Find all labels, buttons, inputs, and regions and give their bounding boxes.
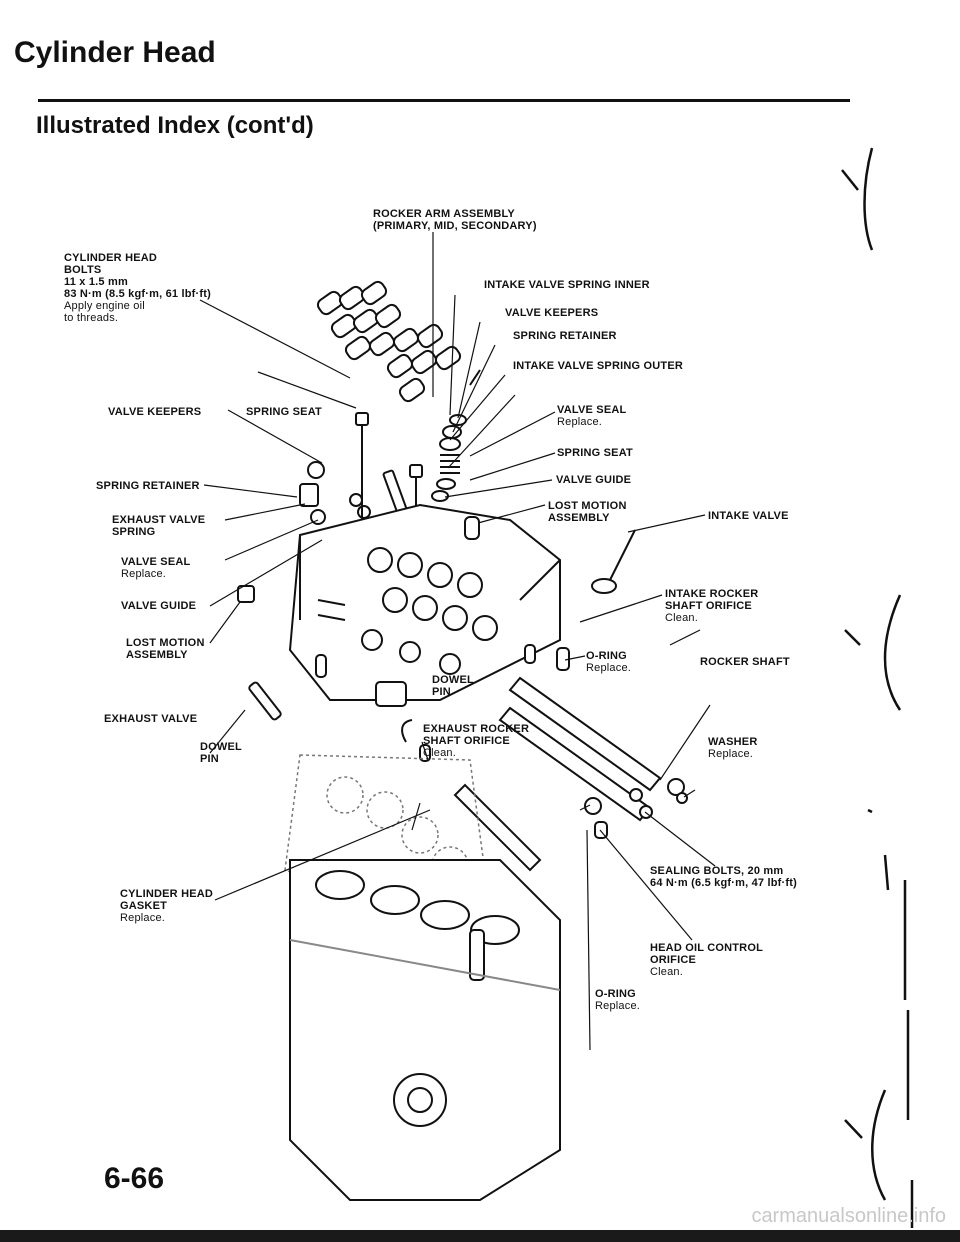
section-subtitle: Illustrated Index (cont'd) <box>36 112 314 139</box>
engine-block <box>289 859 561 1201</box>
rocker-shafts <box>453 676 688 872</box>
header-rule <box>38 99 850 102</box>
right-margin-marks <box>841 147 914 1228</box>
label-spring-seat-right: SPRING SEAT <box>557 447 633 459</box>
watermark-text: carmanualsonline.info <box>751 1205 946 1227</box>
label-spring-seat-left: SPRING SEAT <box>246 406 322 418</box>
label-rocker-arm: ROCKER ARM ASSEMBLY(PRIMARY, MID, SECOND… <box>373 208 537 232</box>
footer-bar <box>0 1230 960 1242</box>
page-number: 6-66 <box>104 1162 165 1195</box>
label-intake-valve: INTAKE VALVE <box>708 510 789 522</box>
rocker-arm-group <box>316 280 462 403</box>
cylinder-head <box>288 503 561 707</box>
intake-valve-part <box>591 529 636 594</box>
label-exhaust-valve: EXHAUST VALVE <box>104 713 198 725</box>
label-intake-valve-spring-inner: INTAKE VALVE SPRING INNER <box>484 279 650 291</box>
page-title: Cylinder Head <box>14 36 216 69</box>
label-rocker-shaft: ROCKER SHAFT <box>700 656 790 668</box>
label-cylinder-head-bolts: CYLINDER HEAD BOLTS 11 x 1.5 mm 83 N·m (… <box>64 252 211 324</box>
label-intake-valve-spring-outer: INTAKE VALVE SPRING OUTER <box>513 360 684 372</box>
label-spring-retainer-left: SPRING RETAINER <box>96 480 200 492</box>
leader-lines <box>199 232 716 1051</box>
dowel-and-small-parts <box>237 516 570 762</box>
label-valve-guide-left: VALVE GUIDE <box>121 600 197 612</box>
label-valve-keepers-right: VALVE KEEPERS <box>505 307 599 319</box>
label-spring-retainer-right: SPRING RETAINER <box>513 330 617 342</box>
valve-stack-upper <box>431 369 481 502</box>
label-valve-guide-right: VALVE GUIDE <box>556 474 632 486</box>
label-valve-keepers-left: VALVE KEEPERS <box>108 406 202 418</box>
